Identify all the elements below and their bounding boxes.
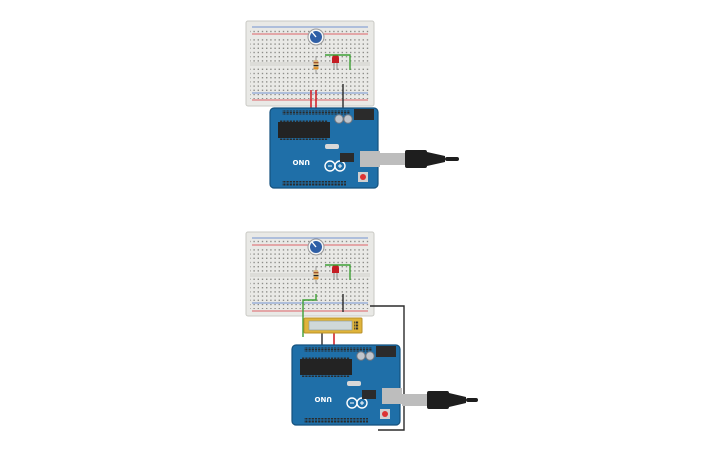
wires-2: [302, 264, 405, 431]
atmega-chip: [278, 122, 330, 138]
terminal-holes-lower: [250, 67, 370, 91]
potentiometer-icon[interactable]: [307, 238, 325, 256]
center-channel: [250, 62, 370, 66]
crystal: [325, 144, 339, 149]
wire-green[interactable]: [325, 54, 351, 70]
usb-cable-icon[interactable]: [380, 150, 459, 168]
header-digital: [282, 110, 350, 115]
led-icon[interactable]: [332, 264, 339, 280]
resistor-icon[interactable]: [313, 266, 319, 284]
breadboard-2[interactable]: [245, 231, 375, 317]
arduino-uno-board-1[interactable]: UNO: [269, 107, 380, 189]
wire-green-lcd[interactable]: [302, 294, 317, 337]
potentiometer-icon[interactable]: [307, 28, 325, 46]
capacitor-2: [343, 114, 353, 124]
rail-holes-bottom: [250, 94, 370, 99]
usb-chip: [340, 153, 354, 162]
usb-port: [360, 151, 380, 167]
usb-cable-icon[interactable]: [402, 391, 478, 409]
arduino-uno-board-2[interactable]: UNO: [291, 344, 402, 426]
led-icon[interactable]: [332, 54, 339, 70]
circuit-1: UNO: [245, 20, 459, 189]
wire-black-gnd[interactable]: [370, 305, 405, 431]
power-jack: [354, 109, 374, 120]
lcd-module-icon[interactable]: [303, 317, 363, 334]
header-analog: [282, 181, 346, 186]
board-label: UNO: [314, 395, 332, 403]
circuit-2: UNO: [245, 231, 478, 431]
reset-button-icon[interactable]: [358, 172, 368, 182]
rail-holes-top: [250, 28, 370, 33]
breadboard-1[interactable]: [245, 20, 375, 107]
board-label: UNO: [292, 158, 310, 166]
resistor-icon[interactable]: [313, 56, 319, 74]
capacitor: [334, 114, 344, 124]
reset-button-icon[interactable]: [380, 409, 390, 419]
wire-green[interactable]: [325, 264, 351, 280]
